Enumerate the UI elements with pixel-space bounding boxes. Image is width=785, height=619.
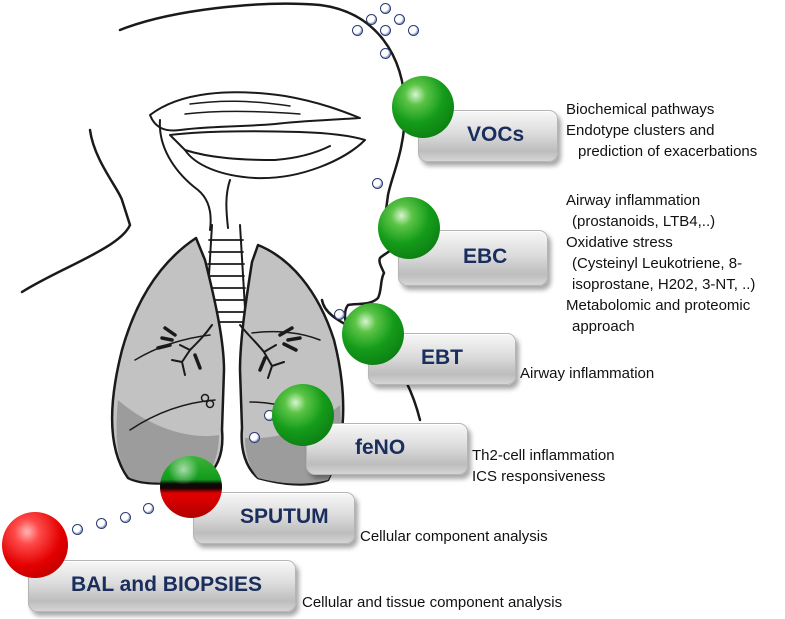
desc-line: Biochemical pathways bbox=[566, 101, 715, 118]
desc-line: approach bbox=[572, 318, 635, 335]
pharynx bbox=[158, 119, 231, 231]
desc-line: (prostanoids, LTB4,..) bbox=[572, 213, 716, 230]
breath-bubble bbox=[334, 309, 345, 320]
ebt-label: EBT bbox=[421, 346, 463, 369]
breath-bubble bbox=[366, 14, 377, 25]
desc-line: isoprostane, H202, 3-NT, ..) bbox=[572, 276, 756, 293]
breath-bubble bbox=[372, 178, 383, 189]
sputum-description: Cellular component analysis bbox=[360, 526, 548, 547]
breath-bubble bbox=[249, 432, 260, 443]
breath-bubble bbox=[96, 518, 107, 529]
desc-line: ICS responsiveness bbox=[472, 468, 606, 485]
bal-red-ball bbox=[2, 512, 68, 578]
bal-label: BAL and BIOPSIES bbox=[71, 573, 262, 596]
sputum-label-box: SPUTUM bbox=[193, 492, 355, 544]
desc-line: prediction of exacerbations bbox=[578, 143, 758, 160]
ebt-description: Airway inflammation bbox=[520, 363, 654, 384]
breath-bubble bbox=[380, 3, 391, 14]
vocs-description: Biochemical pathways Endotype clusters a… bbox=[566, 99, 757, 162]
breath-bubble bbox=[352, 25, 363, 36]
feno-label-box: feNO bbox=[306, 423, 468, 475]
sputum-green-red-ball bbox=[160, 456, 222, 518]
desc-line: Th2-cell inflammation bbox=[472, 447, 615, 464]
ebt-green-ball bbox=[342, 303, 404, 365]
feno-label: feNO bbox=[355, 436, 406, 459]
breath-bubble bbox=[380, 25, 391, 36]
nasal-cavity bbox=[149, 91, 361, 132]
vocs-label: VOCs bbox=[467, 123, 525, 146]
ebc-description: Airway inflammation (prostanoids, LTB4,.… bbox=[566, 190, 755, 337]
breath-bubble bbox=[394, 14, 405, 25]
trachea-rings bbox=[205, 239, 247, 323]
ebc-green-ball bbox=[378, 197, 440, 259]
desc-line: Cellular and tissue component analysis bbox=[302, 594, 563, 611]
sputum-label: SPUTUM bbox=[240, 505, 329, 528]
turbinate-lines bbox=[184, 100, 301, 115]
tongue bbox=[184, 145, 331, 161]
desc-line: Oxidative stress bbox=[566, 234, 673, 251]
breath-bubble bbox=[380, 48, 391, 59]
oral-cavity bbox=[169, 130, 366, 180]
right-bronchi-cluster bbox=[258, 326, 302, 372]
desc-line: Metabolomic and proteomic bbox=[566, 297, 751, 314]
breath-bubble bbox=[120, 512, 131, 523]
bal-description: Cellular and tissue component analysis bbox=[302, 592, 562, 613]
desc-line: Airway inflammation bbox=[566, 192, 701, 209]
breath-bubble bbox=[143, 503, 154, 514]
desc-line: Endotype clusters and bbox=[566, 122, 715, 139]
feno-green-ball bbox=[272, 384, 334, 446]
bronchial-tree bbox=[171, 324, 285, 379]
vocs-green-ball bbox=[392, 76, 454, 138]
breath-bubble bbox=[72, 524, 83, 535]
feno-description: Th2-cell inflammation ICS responsiveness bbox=[472, 445, 615, 487]
desc-line: (Cysteinyl Leukotriene, 8- bbox=[572, 255, 743, 272]
neck-back-outline bbox=[20, 128, 132, 294]
ebc-label: EBC bbox=[463, 245, 508, 268]
breath-bubble bbox=[408, 25, 419, 36]
desc-line: Airway inflammation bbox=[520, 365, 655, 382]
left-bronchi-cluster bbox=[156, 326, 202, 370]
desc-line: Cellular component analysis bbox=[360, 528, 548, 545]
bal-label-box: BAL and BIOPSIES bbox=[28, 560, 296, 612]
